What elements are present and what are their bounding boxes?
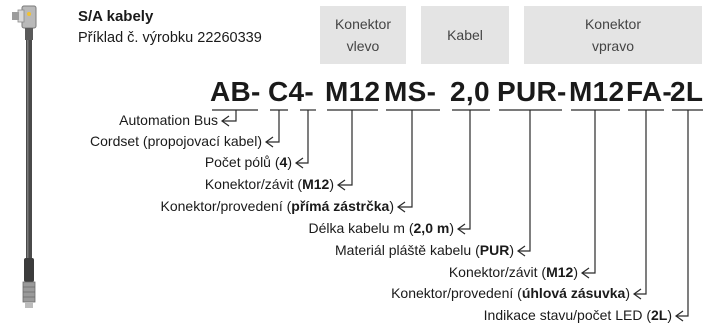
code-m12-right: M12	[569, 76, 625, 107]
cable-illustration	[12, 5, 37, 308]
label-automation-bus: Automation Bus	[119, 112, 218, 128]
label-thread-right: Konektor/závit (M12)	[448, 264, 578, 280]
label-jacket-material: Materiál pláště kabelu (PUR)	[335, 242, 514, 258]
label-thread-left: Konektor/závit (M12)	[204, 176, 334, 192]
label-cordset: Cordset (propojovací kabel)	[90, 133, 262, 149]
header-cable: Kabel	[421, 6, 509, 64]
diagram-title: S/A kabely	[78, 8, 154, 25]
label-led-indication: Indikace stavu/počet LED (2L)	[483, 307, 672, 323]
code-ms: MS-	[384, 76, 437, 107]
code-2l: 2L	[670, 76, 704, 107]
code-length: 2,0	[450, 76, 490, 107]
cable-body	[26, 40, 32, 258]
label-cable-length: Délka kabelu m (2,0 m)	[308, 220, 454, 236]
label-pole-count: Počet pólů (4)	[204, 154, 292, 170]
label-design-right: Konektor/provedení (úhlová zásuvka)	[391, 285, 630, 301]
diagram-subtitle: Příklad č. výrobku 22260339	[78, 30, 262, 46]
straight-connector	[24, 258, 34, 282]
code-c4: C4-	[268, 76, 315, 107]
code-ab: AB-	[210, 76, 261, 107]
code-pur: PUR-	[497, 76, 567, 107]
code-fa: FA-	[626, 76, 673, 107]
label-design-left: Konektor/provedení (přímá zástrčka)	[160, 198, 394, 214]
code-m12-left: M12	[325, 76, 381, 107]
